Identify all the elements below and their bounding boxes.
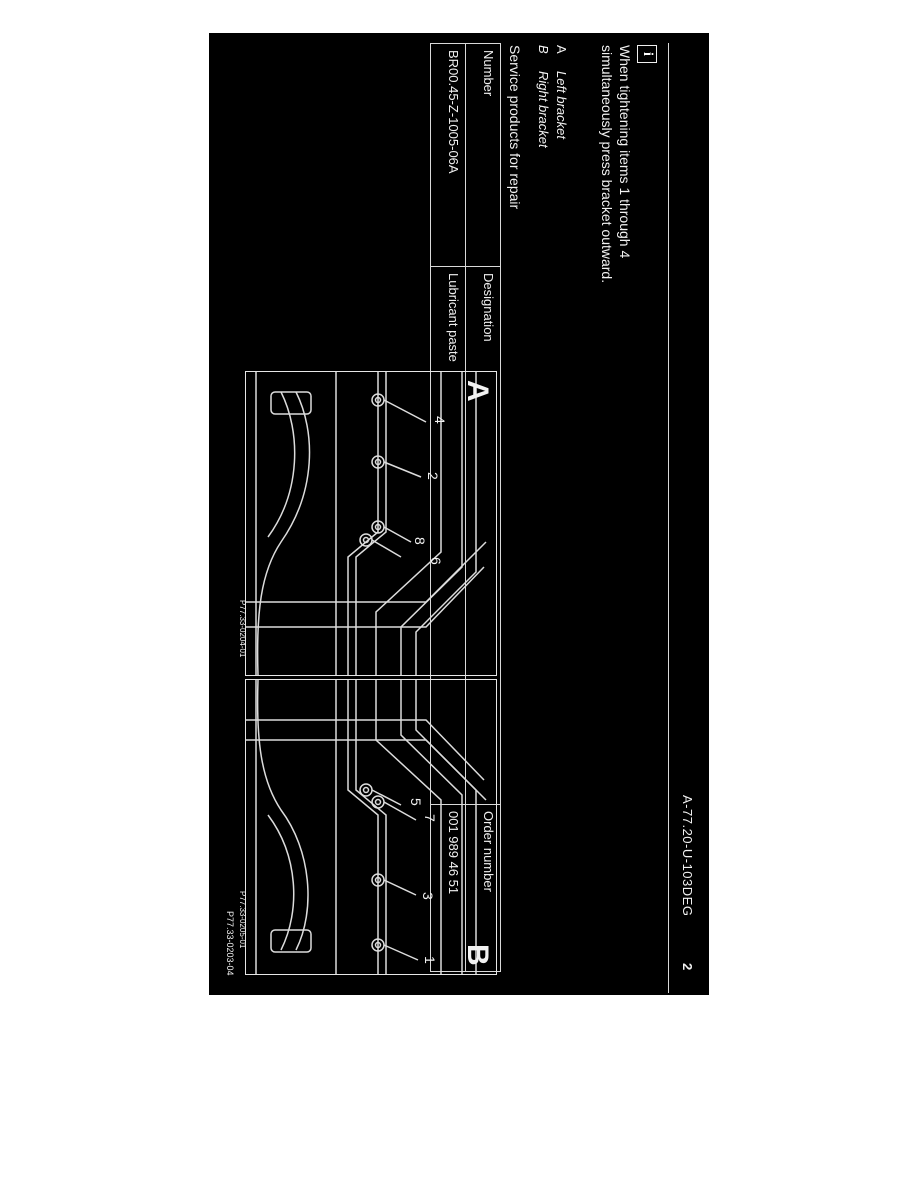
caption-b-key: B <box>536 45 551 54</box>
header-number: Number <box>465 43 501 267</box>
figure-b-label: B <box>461 944 494 966</box>
info-icon: i <box>637 45 657 63</box>
page-number: 2 <box>680 963 695 971</box>
note-line-1: When tightening items 1 through 4 <box>617 45 633 259</box>
note-line-2: simultaneously press bracket outward. <box>599 45 615 284</box>
rotated-content: A-77.20-U-103DEG 2 i When tightening ite… <box>209 33 709 995</box>
scanned-page: A-77.20-U-103DEG 2 i When tightening ite… <box>209 33 709 995</box>
callout-6: 6 <box>428 557 444 565</box>
cell-number: BR00.45-Z-1005-06A <box>430 43 466 267</box>
combined-figure-reference: P77.33-0203-04 <box>225 911 235 976</box>
callout-7: 7 <box>422 814 438 822</box>
callout-5: 5 <box>408 798 424 806</box>
caption-a-text: Left bracket <box>554 71 569 139</box>
header-divider <box>668 43 669 993</box>
figure-a-label: A <box>461 380 494 402</box>
callout-4: 4 <box>432 416 448 424</box>
figure-a-reference: P77.33-0204-01 <box>238 600 247 658</box>
figure-left-bracket: A 4 2 8 6 <box>245 371 497 676</box>
left-bracket-illustration <box>246 372 487 675</box>
callout-2: 2 <box>425 472 441 480</box>
caption-b-text: Right bracket <box>536 71 551 148</box>
document-reference: A-77.20-U-103DEG <box>680 795 695 917</box>
callout-8: 8 <box>412 537 428 545</box>
callout-3: 3 <box>420 892 436 900</box>
caption-a-key: A <box>554 45 569 54</box>
callout-1: 1 <box>422 956 438 964</box>
right-bracket-illustration <box>246 680 487 974</box>
figure-right-bracket: B 5 7 3 1 <box>245 679 497 975</box>
service-products-title: Service products for repair <box>507 45 523 210</box>
figure-b-reference: P77.33-0205-01 <box>238 891 247 949</box>
